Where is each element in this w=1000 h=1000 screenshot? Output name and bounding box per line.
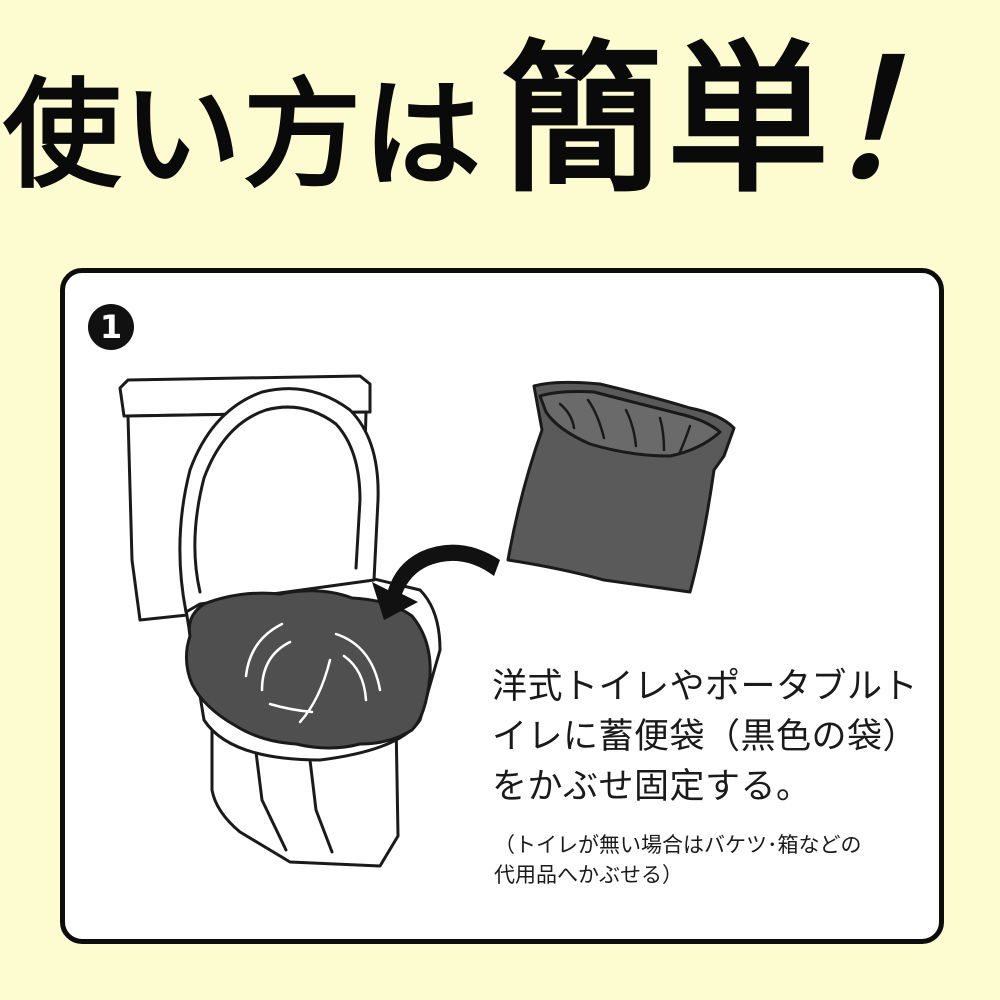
curved-arrow-icon — [372, 544, 500, 620]
note-line: 代用品へかぶせる） — [494, 863, 683, 887]
waste-bag-icon — [506, 380, 736, 594]
headline-text: 使い方は — [2, 66, 483, 204]
bag-on-seat-icon — [185, 589, 432, 750]
note-text: （トイレが無い場合はバケツ･箱などの 代用品へかぶせる） — [494, 830, 924, 890]
headline: 使い方は簡単！ — [0, 27, 1000, 240]
headline-emphasis: 簡単 — [501, 27, 833, 215]
note-line: （トイレが無い場合はバケツ･箱などの — [494, 833, 862, 857]
instruction-line: 洋式トイレやポータブルト — [492, 667, 919, 707]
instruction-line: をかぶせ固定する。 — [492, 767, 812, 807]
instruction-text: 洋式トイレやポータブルト イレに蓄便袋（黒色の袋） をかぶせ固定する。 — [492, 662, 932, 812]
step-number-badge: 1 — [88, 304, 134, 350]
instruction-line: イレに蓄便袋（黒色の袋） — [492, 717, 919, 757]
